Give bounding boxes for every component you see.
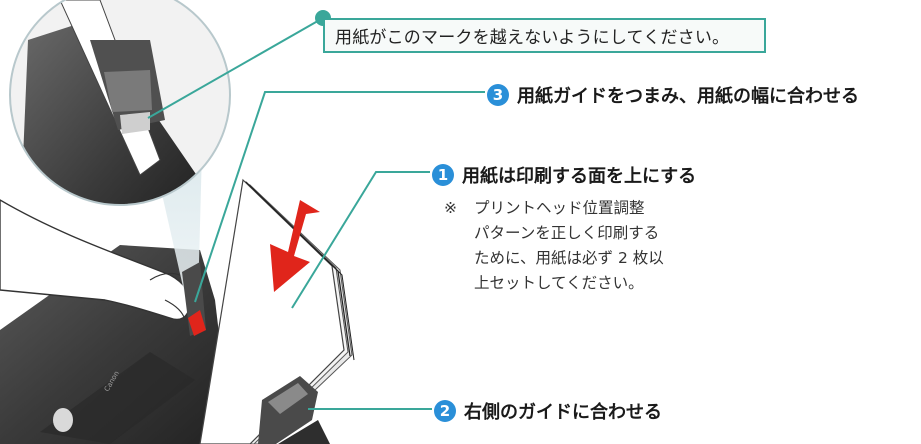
note-line: パターンを正しく印刷する: [474, 224, 660, 242]
note-line: ※プリントヘッド位置調整: [444, 196, 744, 221]
paper-stack: [199, 178, 355, 444]
paper-limit-callout: 用紙がこのマークを越えないようにしてください。: [323, 18, 766, 53]
numbered-circle-icon: 1: [432, 164, 454, 186]
step-3-label: 3 用紙ガイドをつまみ、用紙の幅に合わせる: [487, 82, 859, 108]
note-block: ※プリントヘッド位置調整 パターンを正しく印刷する ために、用紙は必ず 2 枚以…: [444, 196, 744, 296]
numbered-circle-icon: 3: [487, 84, 509, 106]
note-mark: ※: [444, 199, 457, 217]
step-2-text: 右側のガイドに合わせる: [464, 402, 662, 423]
red-arrow-icon: [188, 200, 320, 336]
note-line: ために、用紙は必ず 2 枚以: [474, 249, 664, 267]
leader-lines: [147, 17, 485, 410]
limit-mark: [120, 112, 150, 134]
zoom-detail: [9, 0, 231, 206]
paper-limit-callout-text: 用紙がこのマークを越えないようにしてください。: [335, 28, 730, 48]
step-1-label: 1 用紙は印刷する面を上にする: [432, 162, 696, 188]
numbered-circle-icon: 2: [434, 400, 456, 422]
paper-guide-right: [258, 376, 330, 444]
note-line: 上セットしてください。: [474, 274, 644, 292]
power-button: [53, 408, 73, 432]
step-3-text: 用紙ガイドをつまみ、用紙の幅に合わせる: [517, 86, 859, 107]
step-2-label: 2 右側のガイドに合わせる: [434, 398, 662, 424]
step-1-text: 用紙は印刷する面を上にする: [462, 166, 697, 187]
